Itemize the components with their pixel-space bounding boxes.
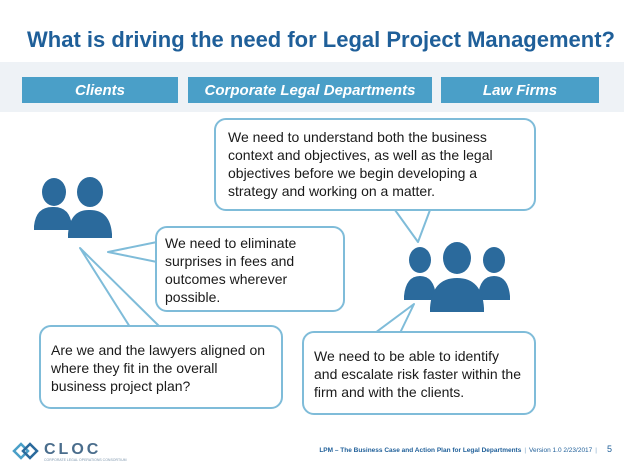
speech-bubble-escalate: We need to be able to identify and escal… xyxy=(302,331,536,415)
footer-separator: | xyxy=(524,447,527,454)
logo-wordmark: CLOC xyxy=(44,441,102,458)
footer: LPM – The Business Case and Action Plan … xyxy=(319,447,600,454)
header-corporate-legal-departments: Corporate Legal Departments xyxy=(188,77,432,103)
page-title: What is driving the need for Legal Proje… xyxy=(27,27,615,52)
speech-bubble-eliminate: We need to eliminate surprises in fees a… xyxy=(155,226,345,312)
header-law-firms: Law Firms xyxy=(441,77,599,103)
logo-tagline: CORPORATE LEGAL OPERATIONS CONSORTIUM xyxy=(44,458,127,462)
header-clients: Clients xyxy=(22,77,178,103)
two-people-icon xyxy=(34,177,112,238)
footer-version: Version 1.0 2/23/2017 xyxy=(529,447,593,454)
three-people-icon xyxy=(404,242,510,312)
footer-separator: | xyxy=(595,447,597,454)
speech-bubble-aligned: Are we and the lawyers aligned on where … xyxy=(39,325,283,409)
footer-doc-title: LPM – The Business Case and Action Plan … xyxy=(319,447,522,454)
cloc-diamond-icon xyxy=(12,442,39,460)
page-number: 5 xyxy=(606,444,612,454)
speech-bubble-understand: We need to understand both the business … xyxy=(214,118,536,211)
